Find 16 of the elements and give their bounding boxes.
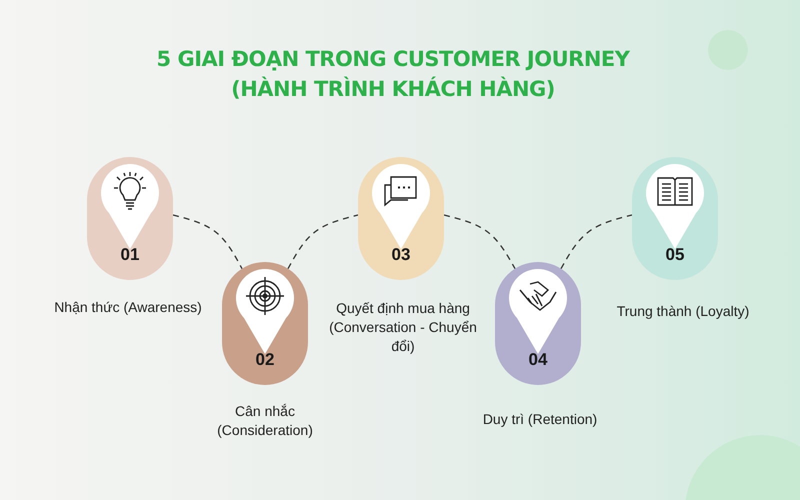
title: 5 GIAI ĐOẠN TRONG CUSTOMER JOURNEY (HÀNH TRÌNH KHÁCH HÀNG): [156, 46, 631, 103]
stage-label: Duy trì (Retention): [482, 410, 598, 429]
stage-label: Trung thành (Loyalty): [616, 302, 750, 321]
stage-number: 04: [528, 350, 548, 370]
stage-number: 03: [390, 245, 412, 265]
stage-number: 01: [120, 245, 140, 265]
stage-number: 05: [664, 245, 686, 265]
dashed-connector: [444, 214, 516, 269]
stage-number: 02: [254, 350, 276, 370]
dashed-connector: [172, 214, 243, 269]
stage-label: Quyết định mua hàng (Conversation - Chuyển đổi): [328, 299, 478, 356]
stage-pill: [495, 262, 581, 385]
dashed-connector: [560, 214, 632, 269]
stage-label: Nhận thức (Awareness): [53, 298, 203, 317]
dashed-connector: [287, 214, 358, 269]
stage-label: Cân nhắc (Consideration): [216, 402, 314, 440]
